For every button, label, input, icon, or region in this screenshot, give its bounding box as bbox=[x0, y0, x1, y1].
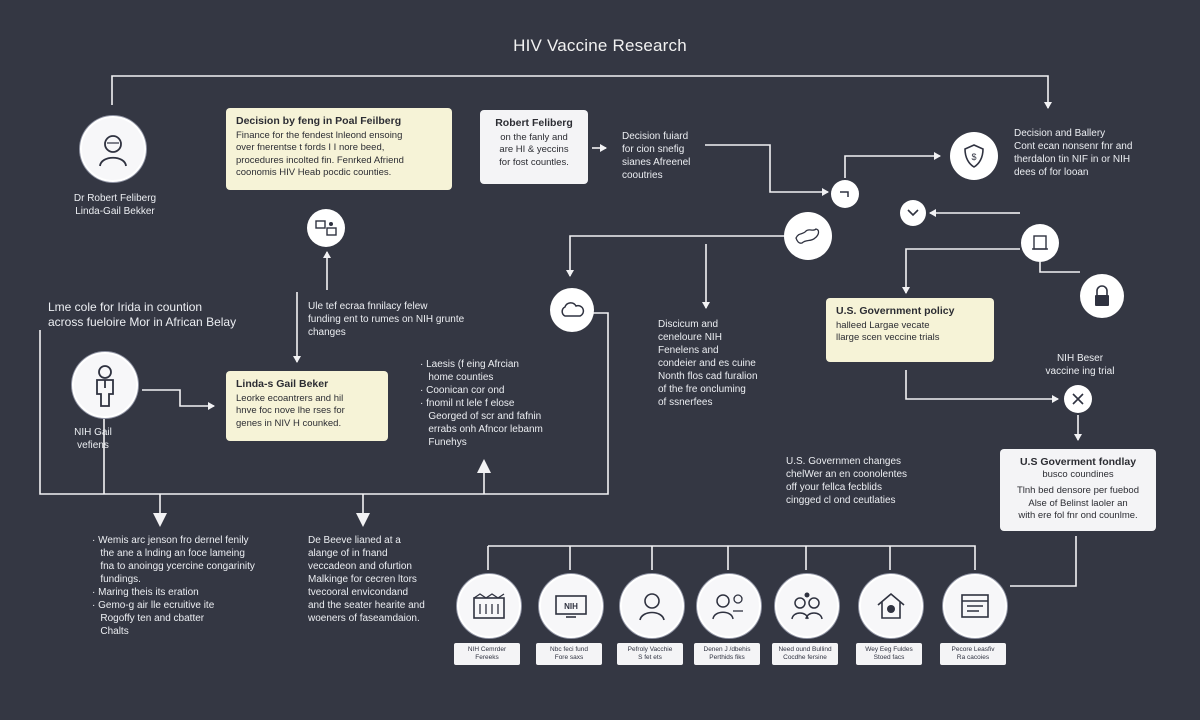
team-icon bbox=[775, 574, 839, 638]
official-avatar-icon bbox=[72, 352, 138, 418]
close-x-icon bbox=[1064, 385, 1092, 413]
document-stack-icon bbox=[1021, 224, 1059, 262]
gov-funding-card: U.S Goverment fondlay busco coundines Tl… bbox=[1000, 449, 1156, 531]
lock-icon bbox=[1080, 274, 1124, 318]
monitor-icon: NIH bbox=[539, 574, 603, 638]
house-icon bbox=[859, 574, 923, 638]
building-icon bbox=[457, 574, 521, 638]
diagram-title: HIV Vaccine Research bbox=[513, 36, 687, 55]
decision-note: Decision by feng in Poal Feilberg Financ… bbox=[226, 108, 452, 190]
gallery-icon bbox=[307, 209, 345, 247]
chevron-down-icon bbox=[900, 200, 926, 226]
policy-note: U.S. Government policy halleed Largae ve… bbox=[826, 298, 994, 362]
doctor-avatar-icon bbox=[80, 116, 146, 182]
person-icon bbox=[620, 574, 684, 638]
svg-text:NIH: NIH bbox=[564, 602, 578, 611]
linda-note: Linda-s Gail Beker Leorke ecoantrers and… bbox=[226, 371, 388, 441]
bottom-left-bullets: · Wemis arc jenson fro dernel fenily the… bbox=[92, 535, 255, 637]
document-icon bbox=[943, 574, 1007, 638]
people-icon bbox=[697, 574, 761, 638]
cloud-icon bbox=[550, 288, 594, 332]
mid-bullet-list: · Laesis (f eing Afrcian home counties ·… bbox=[420, 359, 543, 448]
shield-icon: $ bbox=[950, 132, 998, 180]
map-icon bbox=[784, 212, 832, 260]
svg-text:$: $ bbox=[971, 152, 976, 162]
robert-card: Robert Feliberg on the fanly and are HI … bbox=[480, 110, 588, 184]
node-circle-icon bbox=[831, 180, 859, 208]
